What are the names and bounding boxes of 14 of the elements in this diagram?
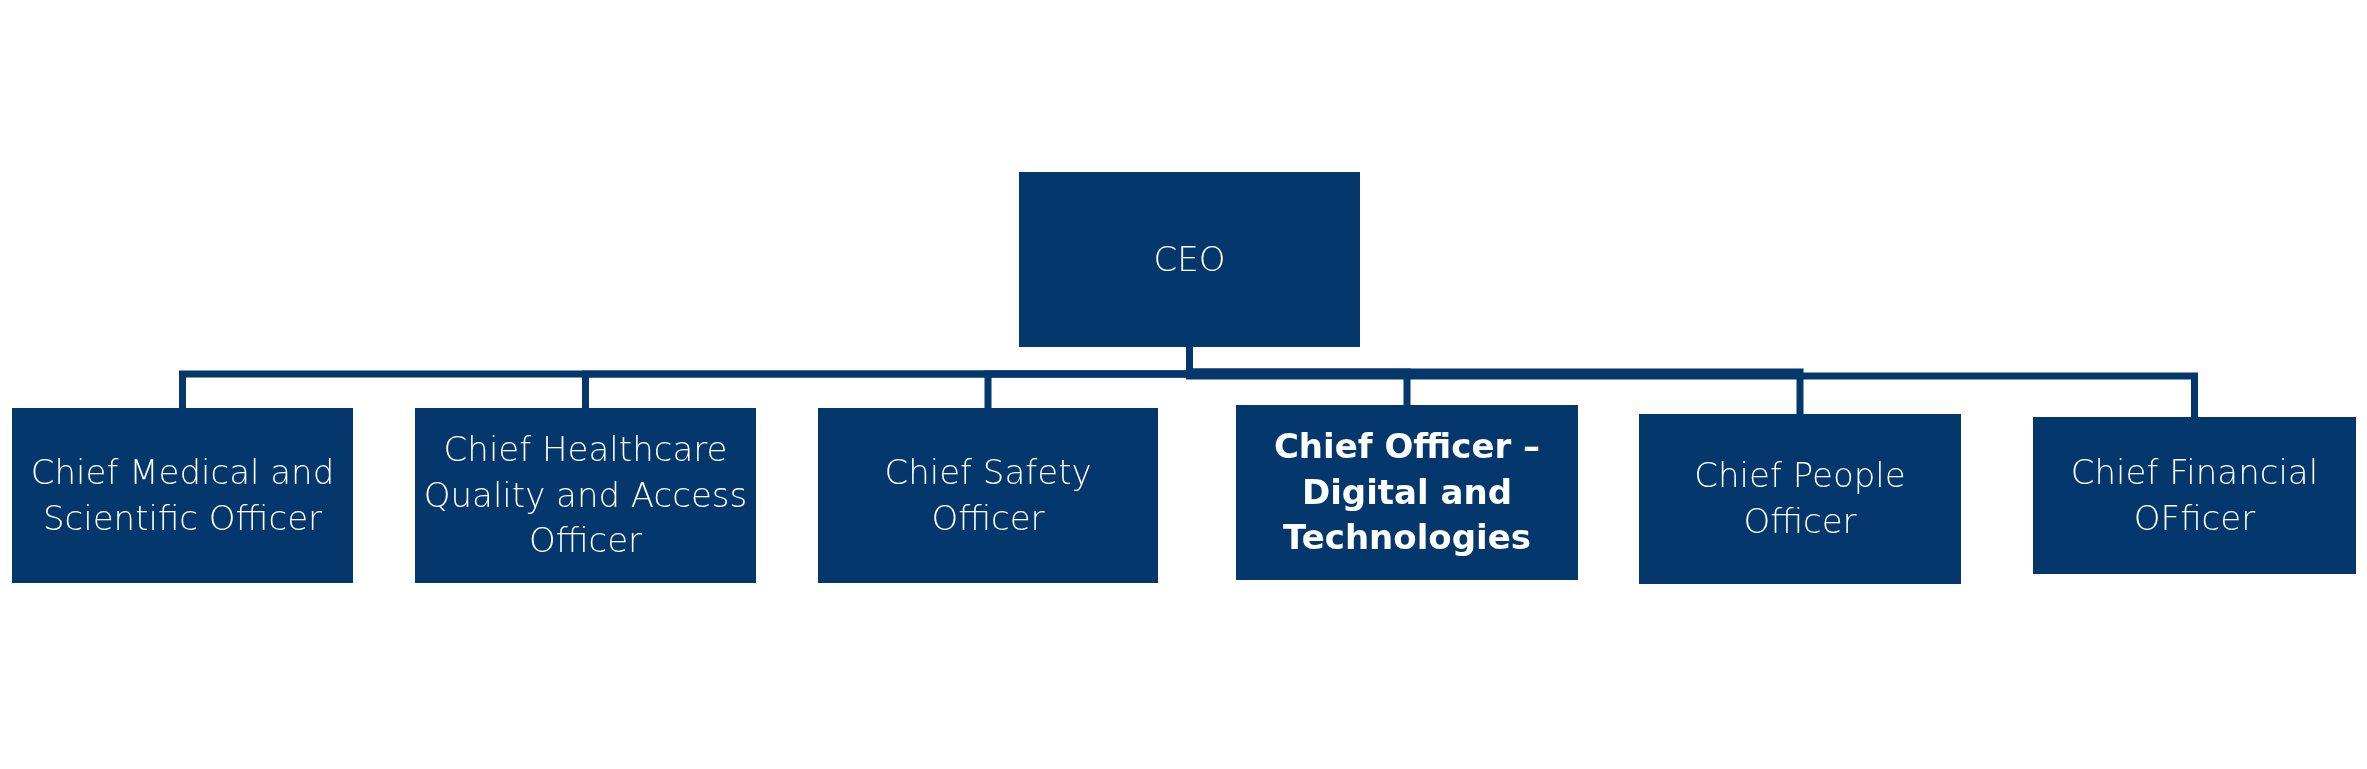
role-title: Chief Healthcare Quality and Access Officer [423,427,748,563]
role-title: Chief Officer – Digital and Technologies [1272,424,1542,560]
role-title: Chief Safety Officer [883,450,1093,540]
org-chart-box [1019,172,1360,347]
role-title: Chief People Officer [1693,454,1907,543]
org-chart-box [12,408,353,583]
org-chart-box [818,408,1158,583]
org-chart-box [415,408,756,583]
org-chart-box [2033,417,2356,574]
role-title: Chief Financial OFficer [2069,450,2320,540]
role-title: Chief Medical and Scientific Officer [29,450,336,540]
org-chart-box [1639,414,1961,584]
org-chart-box [1236,405,1578,580]
role-title: CEO [1153,237,1226,281]
